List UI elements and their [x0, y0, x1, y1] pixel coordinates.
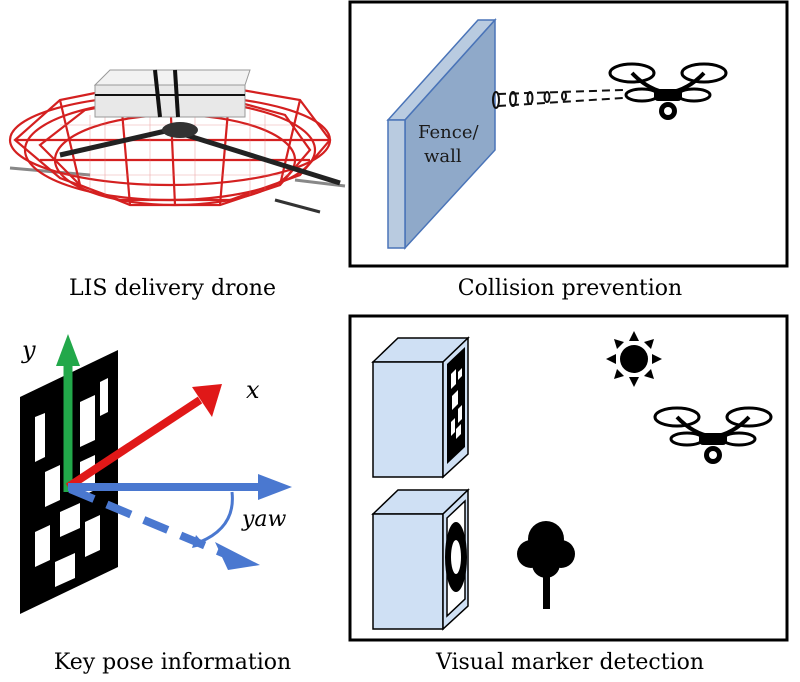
sensor-beam [492, 89, 624, 109]
caption-delivery-drone: LIS delivery drone [69, 276, 276, 301]
wall-label-line2: wall [424, 146, 462, 167]
drone-arm [169, 127, 341, 186]
x-axis-arrow [65, 384, 222, 491]
caption-key-pose: Key pose information [53, 650, 292, 675]
drone-arm [59, 127, 171, 158]
caption-visual-marker-detection: Visual marker detection [435, 650, 705, 675]
caption-collision-prevention: Collision prevention [457, 276, 683, 301]
yaw-arc [199, 491, 234, 544]
sun-icon [606, 331, 662, 387]
marker-box-top [371, 336, 470, 479]
yaw-label: yaw [241, 507, 287, 532]
drone-hub [162, 122, 198, 138]
wall-label-line1: Fence/ [418, 122, 479, 143]
y-axis-label: y [21, 336, 36, 364]
propeller-blade [294, 178, 346, 188]
drone-photo-panel [0, 0, 350, 260]
marker-box-bottom [371, 488, 470, 631]
x-axis-label: x [246, 376, 260, 404]
propeller-blade [274, 198, 321, 214]
tree-icon [517, 521, 575, 609]
z-axis-arrow [68, 474, 292, 500]
parcel-box [93, 69, 251, 118]
fence-wall [386, 18, 497, 250]
delivery-drone-illustration [8, 69, 346, 214]
y-axis-arrow [56, 334, 80, 492]
drone-icon [653, 406, 773, 464]
marker-detection-panel [348, 314, 800, 644]
collision-panel: Fence/ wall [348, 0, 800, 270]
pose-panel: y x yaw [0, 322, 345, 642]
yaw-arc-head [192, 535, 205, 548]
drone-icon [608, 62, 728, 120]
